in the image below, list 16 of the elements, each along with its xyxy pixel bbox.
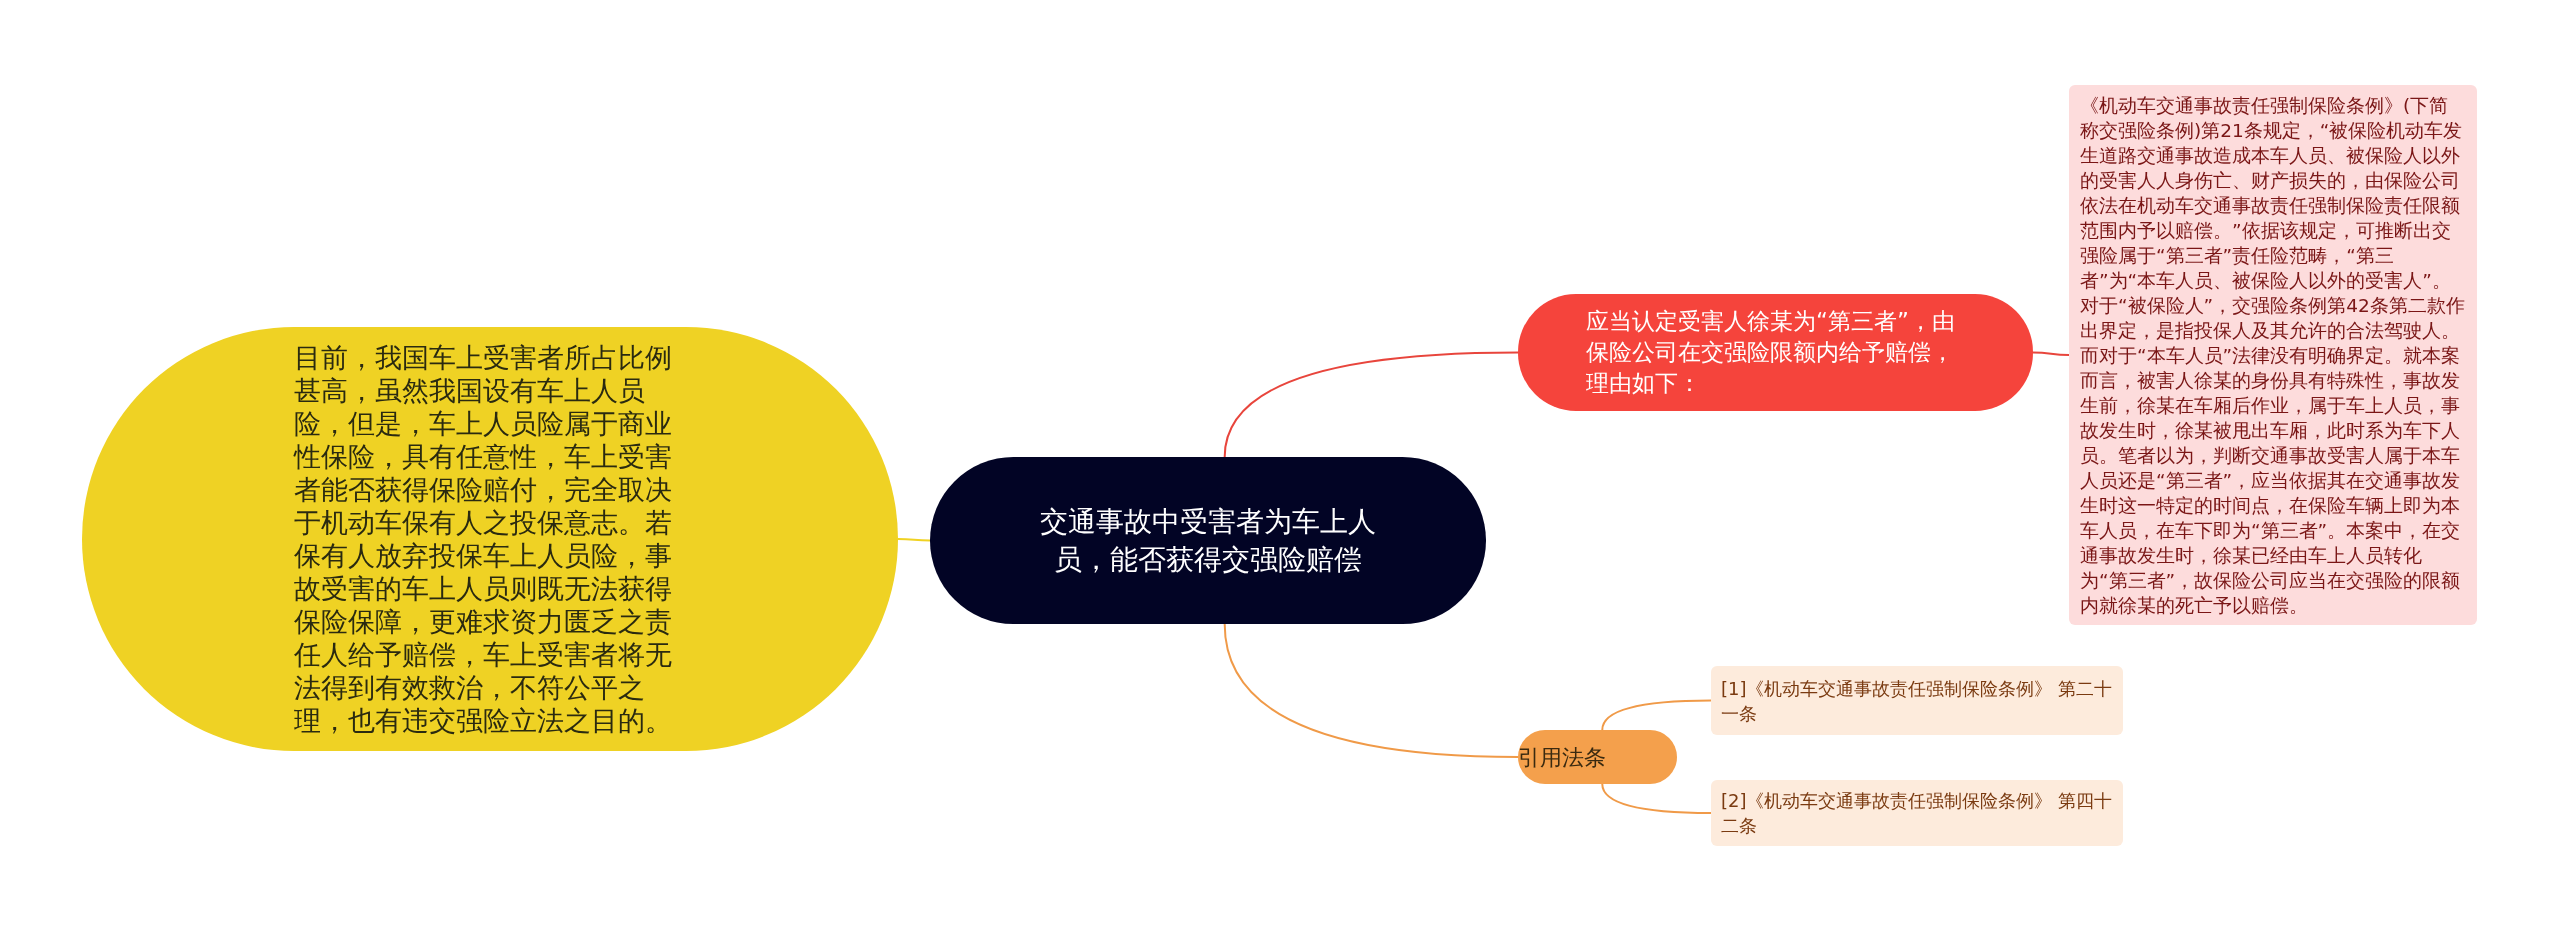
connector-line bbox=[1223, 351, 1519, 458]
node-text: 应当认定受害人徐某为“第三者”，由保险公司在交强险限额内给予赔偿，理由如下： bbox=[1586, 307, 1956, 398]
connector-line bbox=[1223, 623, 1519, 758]
connector-line bbox=[2032, 351, 2070, 356]
node-text: 引用法条 bbox=[1518, 743, 1607, 772]
node-text: [1]《机动车交通事故责任强制保险条例》 第二十一条 bbox=[1721, 676, 2113, 726]
node-text: [2]《机动车交通事故责任强制保险条例》 第四十二条 bbox=[1721, 789, 2113, 838]
node-text: 交通事故中受害者为车上人员，能否获得交强险赔偿 bbox=[1039, 503, 1377, 578]
reference-card bbox=[1711, 780, 2123, 846]
node-text: 《机动车交通事故责任强制保险条例》(下简称交强险条例)第21条规定，“被保险机动车发生道路交通事故造成本车人员、被保险人以外的受害人人身伤亡、财产损失的，由保险公司依法在机动车交通事故责任强制保险责任限额范围内予以赔偿。”依据该规定，可推断出交强险属于“第三者”责任险范畴，“第三者”为“本车人员、被保险人以外的受害人”。对于“被保险人”，交强险条例第42条第二款作出界定，是指投保人及其允许的合法驾驶人。而对于“本车人员”法律没有明确界定。就本案而言，被害人徐某的身份具有特殊性，事故发生前，徐某在车厢后作业，属于车上人员，事故发生时，徐某被甩出车厢，此时系为车下人员。笔者以为，判断交通事故受害人属于本车人员还是“第三者”，应当依据其在交通事故发生时这一特定的时间点，在保险车辆上即为本车人员，在车下即为“第三者”。本案中，在交通事故发生时，徐某已经由车上人员转化为“第三者”，故保险公司应当在交强险的限额内就徐某的死亡予以赔偿。 bbox=[2080, 93, 2466, 618]
connector-line bbox=[1601, 699, 1712, 731]
connector-line bbox=[897, 538, 931, 542]
reference-card bbox=[1711, 666, 2123, 735]
topic-pill bbox=[1518, 730, 1677, 784]
connector-line bbox=[1601, 783, 1712, 814]
node-text: 目前，我国车上受害者所占比例甚高，虽然我国设有车上人员险，但是，车上人员险属于商业性保险，具有任意性，车上受害者能否获得保险赔付，完全取决于机动车保有人之投保意志。若保有人放弃投保车上人员险，事故受害的车上人员则既无法获得保险保障，更难求资力匮乏之责任人给予赔偿，车上受害者将无法得到有效救治，不符公平之理，也有违交强险立法之目的。 bbox=[294, 341, 673, 737]
